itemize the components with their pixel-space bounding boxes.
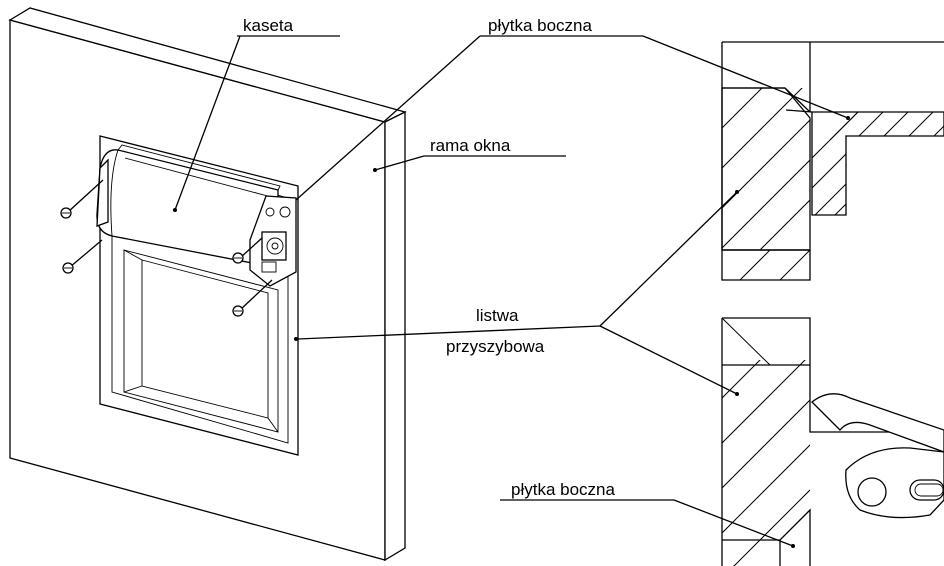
frame-side-edge [384,110,406,562]
label-listwa: listwa [476,306,519,325]
screw-right-lower [232,279,273,317]
hatch-top-frame [722,88,810,250]
screw-right-upper [232,237,263,264]
label-przyszybowa: przyszybowa [446,337,545,356]
label-plytka-boczna-top: płytka boczna [488,16,592,35]
section-top [721,41,944,281]
cassette [96,144,297,287]
label-plytka-boczna-bottom: płytka boczna [511,480,615,499]
gasket-profile [811,393,944,519]
screw-bottom-left [62,239,103,274]
label-kaseta: kaseta [243,16,294,35]
screw-top-left [60,179,104,219]
hatch-bottom-frame [722,360,810,566]
section-bottom [721,317,944,566]
hatch-side-plate-top [812,112,944,215]
window-frame-view [8,7,407,562]
leaders [173,35,850,548]
label-rama-okna: rama okna [430,136,511,155]
